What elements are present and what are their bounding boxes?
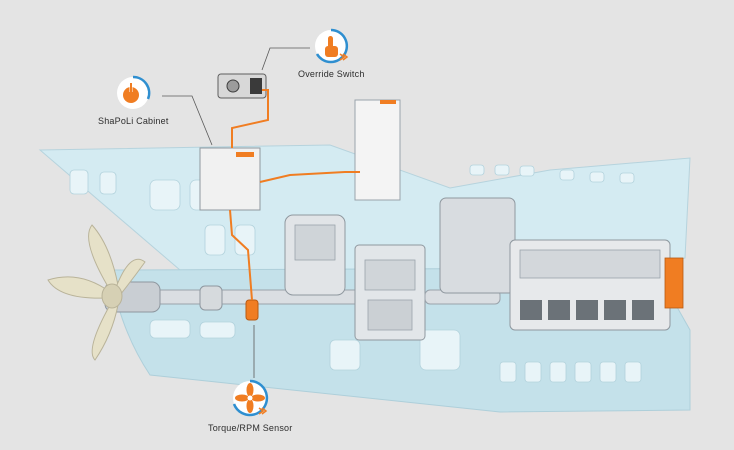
shapoli-cabinet-label: ShaPoLi Cabinet xyxy=(98,116,169,126)
torque-sensor-ring xyxy=(245,299,259,321)
hull-frame-openings xyxy=(69,164,642,383)
torque-sensor-label: Torque/RPM Sensor xyxy=(208,423,293,433)
leader-lines xyxy=(162,47,310,378)
callout-shapoli-cabinet: ShaPoLi Cabinet xyxy=(98,73,169,126)
gearbox xyxy=(354,244,426,341)
double-chevron-icon xyxy=(339,53,349,61)
switchboard-cabinet xyxy=(354,99,401,201)
shaft-generator xyxy=(284,214,346,296)
callout-torque-sensor: Torque/RPM Sensor xyxy=(208,376,292,433)
power-icon xyxy=(117,75,151,109)
pointing-finger-icon xyxy=(315,28,349,64)
propeller xyxy=(47,224,146,361)
override-switch-device xyxy=(217,73,267,99)
shapoli-cabinet-shape xyxy=(199,147,261,211)
orange-cable-runs xyxy=(229,89,360,301)
shaft-bearing xyxy=(199,285,223,311)
main-engine xyxy=(439,197,684,331)
fan-sensor-icon xyxy=(233,379,269,417)
callout-override-switch: Override Switch xyxy=(298,26,365,79)
override-switch-label: Override Switch xyxy=(298,69,365,79)
double-chevron-icon xyxy=(258,407,268,415)
switchboard-accent xyxy=(380,100,396,104)
